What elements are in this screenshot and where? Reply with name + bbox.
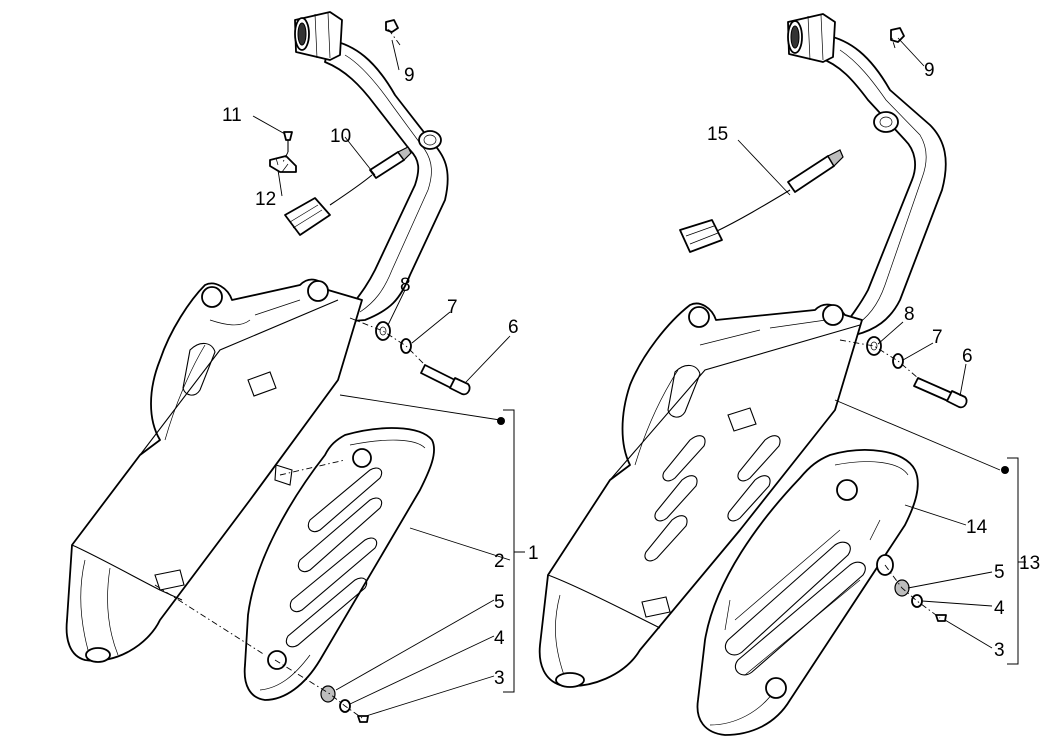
left-callout-3: 3 bbox=[494, 668, 505, 689]
left-callout-4: 4 bbox=[494, 628, 505, 649]
right-callout-8: 8 bbox=[904, 304, 915, 325]
left-bolt-6 bbox=[420, 364, 471, 396]
right-screw-3 bbox=[935, 614, 947, 622]
left-callout-12: 12 bbox=[255, 189, 276, 210]
left-callout-1: 1 bbox=[528, 543, 539, 564]
left-exhaust-pipe bbox=[294, 11, 449, 323]
right-assembly bbox=[538, 13, 968, 736]
right-callout-14: 14 bbox=[966, 517, 988, 538]
right-bolt-6 bbox=[913, 377, 968, 409]
left-callout-9: 9 bbox=[404, 65, 415, 86]
left-kit-bullet bbox=[497, 417, 505, 425]
left-muffler bbox=[65, 278, 363, 663]
right-lambda-sensor bbox=[679, 149, 844, 253]
right-leader-lines bbox=[737, 37, 1026, 665]
right-callout-13: 13 bbox=[1019, 553, 1040, 574]
left-washer-8 bbox=[375, 321, 391, 341]
right-muffler bbox=[538, 302, 863, 688]
left-callout-5: 5 bbox=[494, 592, 505, 613]
left-callout-2: 2 bbox=[494, 551, 505, 572]
right-washer-4 bbox=[911, 594, 923, 608]
left-screw-11 bbox=[283, 131, 293, 152]
left-assembly bbox=[65, 11, 471, 723]
left-callout-8: 8 bbox=[400, 275, 411, 296]
left-spring-washer-7 bbox=[400, 338, 412, 354]
left-callout-11: 11 bbox=[222, 105, 242, 126]
right-callout-5: 5 bbox=[994, 562, 1005, 583]
left-callout-10: 10 bbox=[330, 126, 351, 147]
left-callouts: 9 11 10 12 8 7 6 2 1 5 4 3 bbox=[222, 65, 539, 689]
left-lambda-sensor bbox=[284, 146, 412, 236]
right-callout-9: 9 bbox=[924, 60, 935, 81]
right-callout-3: 3 bbox=[994, 640, 1005, 661]
right-nut-9 bbox=[890, 27, 905, 43]
right-heat-shield bbox=[696, 449, 919, 736]
right-callout-4: 4 bbox=[994, 598, 1005, 619]
left-screw-3 bbox=[357, 715, 369, 723]
left-grommet-5 bbox=[320, 685, 336, 703]
right-callout-15: 15 bbox=[707, 124, 728, 145]
right-kit-bullet bbox=[1001, 466, 1009, 474]
left-heat-shield bbox=[243, 427, 435, 701]
right-washer-8 bbox=[866, 336, 882, 356]
left-callout-6: 6 bbox=[508, 317, 519, 338]
left-leader-lines bbox=[252, 39, 525, 717]
right-callouts: 9 15 8 7 6 14 13 5 4 3 bbox=[707, 60, 1040, 661]
left-clip-12 bbox=[269, 155, 297, 173]
left-callout-7: 7 bbox=[447, 297, 458, 318]
left-nut-9 bbox=[385, 19, 399, 33]
right-spring-washer-7 bbox=[892, 353, 904, 369]
right-callout-7: 7 bbox=[932, 327, 943, 348]
right-callout-6: 6 bbox=[962, 346, 973, 367]
